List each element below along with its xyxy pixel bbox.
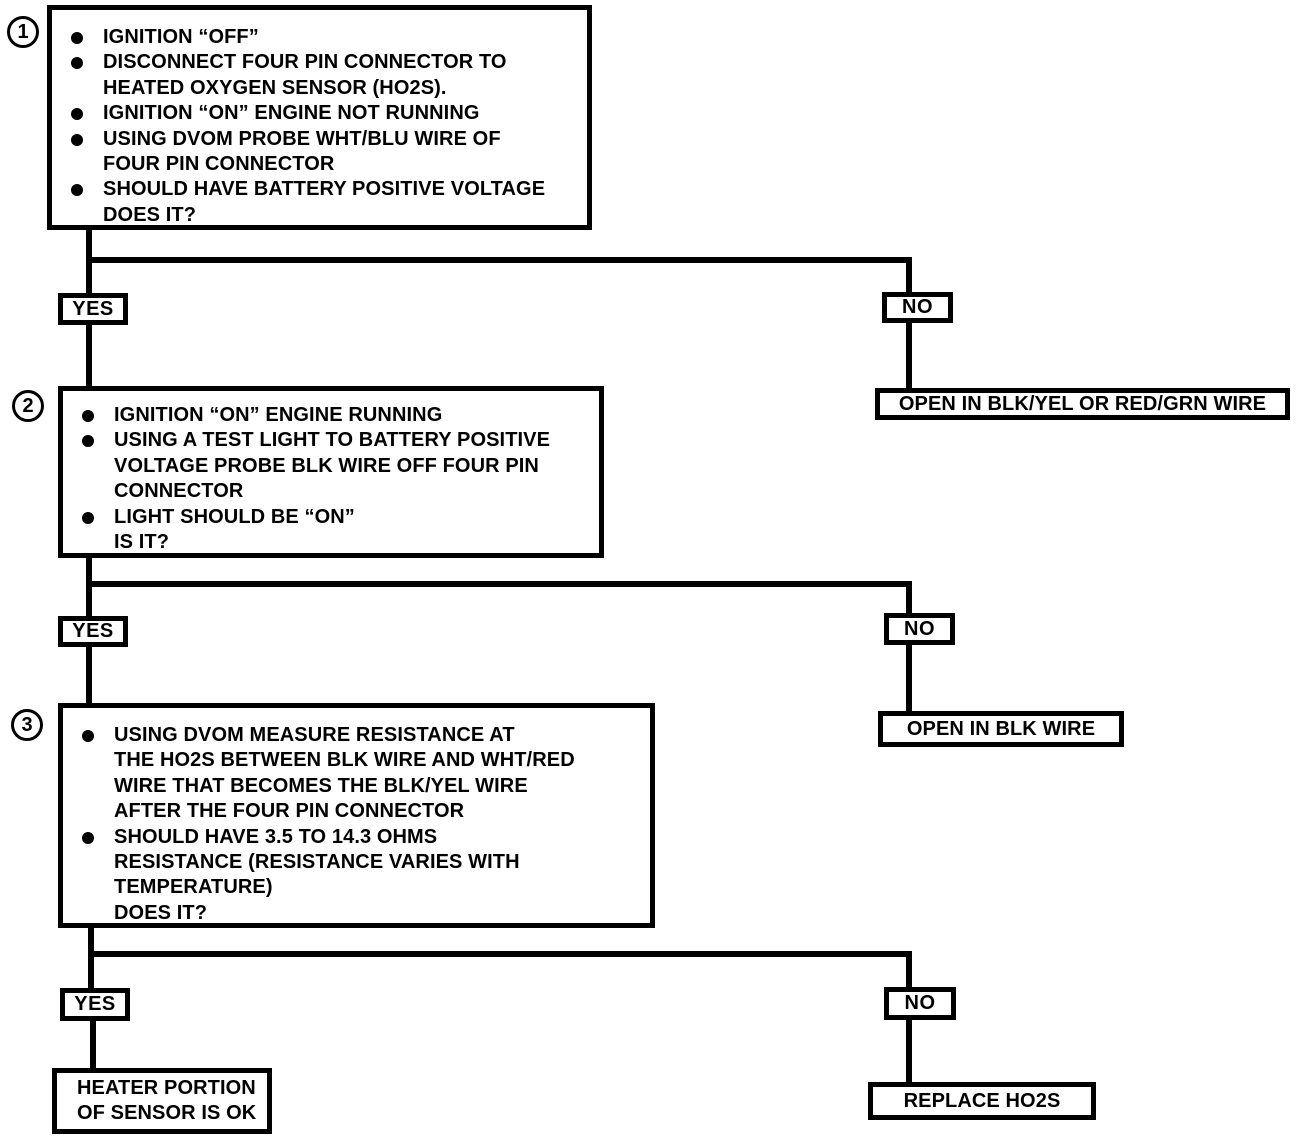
step-1-text: USING DVOM PROBE WHT/BLU WIRE OF <box>103 127 501 150</box>
step-1-text: IGNITION “ON” ENGINE NOT RUNNING <box>103 102 480 125</box>
step-1-text: DOES IT? <box>103 203 197 226</box>
step-1-text: HEATED OXYGEN SENSOR (HO2S). <box>103 76 447 99</box>
step-1-line: HEATED OXYGEN SENSOR (HO2S). <box>52 76 587 101</box>
step-1-text: SHOULD HAVE BATTERY POSITIVE VOLTAGE <box>103 178 546 201</box>
step-1-text: DISCONNECT FOUR PIN CONNECTOR TO <box>103 51 507 74</box>
step-2-text: IS IT? <box>114 531 170 554</box>
outcome-open-blkyel-redgrn-wire-box: OPEN IN BLK/YEL OR RED/GRN WIRE <box>875 388 1290 420</box>
step-1-line: FOUR PIN CONNECTOR <box>52 152 587 177</box>
step-1-line: DOES IT? <box>52 203 587 228</box>
step-2-line: LIGHT SHOULD BE “ON” <box>63 505 599 530</box>
step-2-no-tag: NO <box>884 613 955 645</box>
connector-yes1-to-step2 <box>86 325 92 386</box>
bullet-icon <box>71 57 83 70</box>
outcome-replace-ho2s-box: REPLACE HO2S <box>868 1082 1096 1120</box>
step-3-number-badge: 3 <box>11 709 43 741</box>
step-3-text: AFTER THE FOUR PIN CONNECTOR <box>114 800 465 823</box>
step-3-line: AFTER THE FOUR PIN CONNECTOR <box>63 799 650 824</box>
step-3-text: SHOULD HAVE 3.5 TO 14.3 OHMS <box>114 825 438 848</box>
bullet-icon <box>82 410 94 422</box>
connector-yes2-to-step3 <box>86 647 92 703</box>
step-3-text: TEMPERATURE) <box>114 876 273 899</box>
step-3-text: WIRE THAT BECOMES THE BLK/YEL WIRE <box>114 774 528 797</box>
step-2-text: IGNITION “ON” ENGINE RUNNING <box>114 404 443 426</box>
step-1-no-tag: NO <box>882 292 953 323</box>
connector-no1-to-outcome1 <box>906 323 912 388</box>
step-2-line: CONNECTOR <box>63 479 599 504</box>
step-2-text: USING A TEST LIGHT TO BATTERY POSITIVE <box>114 429 551 452</box>
bullet-icon <box>82 831 94 844</box>
outcome-open-blk-wire-box: OPEN IN BLK WIRE <box>878 711 1124 747</box>
connector-step1-branch <box>86 257 912 263</box>
step-2-line: USING A TEST LIGHT TO BATTERY POSITIVE <box>63 428 599 453</box>
step-3-line: USING DVOM MEASURE RESISTANCE AT <box>63 723 650 748</box>
step-3-line: THE HO2S BETWEEN BLK WIRE AND WHT/RED <box>63 748 650 773</box>
step-1-line: SHOULD HAVE BATTERY POSITIVE VOLTAGE <box>52 177 587 202</box>
step-1-yes-tag: YES <box>58 293 128 325</box>
outcome-heater-ok-line1: HEATER PORTION <box>77 1077 256 1099</box>
step-1-line: USING DVOM PROBE WHT/BLU WIRE OF <box>52 127 587 152</box>
connector-branch1-to-no1 <box>906 257 912 292</box>
bullet-icon <box>82 435 94 448</box>
step-3-yes-tag: YES <box>60 988 130 1021</box>
connector-step3-branch <box>88 951 912 957</box>
step-3-line: RESISTANCE (RESISTANCE VARIES WITH <box>63 850 650 875</box>
step-3-no-tag: NO <box>884 987 956 1020</box>
step-3-text: THE HO2S BETWEEN BLK WIRE AND WHT/RED <box>114 749 575 772</box>
connector-branch3-to-no3 <box>906 951 912 987</box>
step-2-yes-tag: YES <box>58 616 128 647</box>
bullet-icon <box>71 184 83 197</box>
bullet-icon <box>71 133 83 146</box>
step-3-line: TEMPERATURE) <box>63 875 650 900</box>
step-1-line: IGNITION “ON” ENGINE NOT RUNNING <box>52 101 587 126</box>
connector-yes3-to-outcome3 <box>90 1021 96 1068</box>
outcome-heater-ok-box: HEATER PORTION OF SENSOR IS OK <box>52 1068 272 1134</box>
bullet-icon <box>71 108 83 121</box>
bullet-icon <box>82 511 94 524</box>
step-1-text: FOUR PIN CONNECTOR <box>103 153 335 176</box>
step-3-text: DOES IT? <box>114 901 208 924</box>
step-2-text: LIGHT SHOULD BE “ON” <box>114 505 355 528</box>
step-2-text: VOLTAGE PROBE BLK WIRE OFF FOUR PIN <box>114 454 539 477</box>
step-2-box: IGNITION “ON” ENGINE RUNNING USING A TES… <box>58 386 604 558</box>
step-1-text: IGNITION “OFF” <box>103 26 259 48</box>
step-1-line: IGNITION “OFF” <box>52 25 587 50</box>
connector-step3-to-yes3 <box>88 928 94 988</box>
step-3-box: USING DVOM MEASURE RESISTANCE AT THE HO2… <box>58 703 655 928</box>
step-2-line: VOLTAGE PROBE BLK WIRE OFF FOUR PIN <box>63 454 599 479</box>
step-3-text: USING DVOM MEASURE RESISTANCE AT <box>114 724 515 746</box>
step-1-line: DISCONNECT FOUR PIN CONNECTOR TO <box>52 50 587 75</box>
step-1-number-badge: 1 <box>7 16 39 48</box>
connector-branch2-to-no2 <box>906 581 912 613</box>
step-2-number-badge: 2 <box>12 390 44 422</box>
connector-no3-to-outcome4 <box>906 1020 912 1082</box>
step-3-line: SHOULD HAVE 3.5 TO 14.3 OHMS <box>63 825 650 850</box>
step-2-line: IGNITION “ON” ENGINE RUNNING <box>63 403 599 428</box>
connector-no2-to-outcome2 <box>906 645 912 711</box>
step-2-text: CONNECTOR <box>114 480 244 503</box>
step-1-box: IGNITION “OFF” DISCONNECT FOUR PIN CONNE… <box>47 5 592 230</box>
bullet-icon <box>82 730 94 742</box>
bullet-icon <box>71 32 83 44</box>
connector-step2-branch <box>86 581 912 587</box>
step-3-line: WIRE THAT BECOMES THE BLK/YEL WIRE <box>63 774 650 799</box>
step-3-line: DOES IT? <box>63 901 650 926</box>
outcome-heater-ok-line2: OF SENSOR IS OK <box>77 1102 257 1124</box>
connector-step2-to-yes2 <box>86 558 92 616</box>
step-2-line: IS IT? <box>63 530 599 555</box>
step-3-text: RESISTANCE (RESISTANCE VARIES WITH <box>114 851 520 874</box>
